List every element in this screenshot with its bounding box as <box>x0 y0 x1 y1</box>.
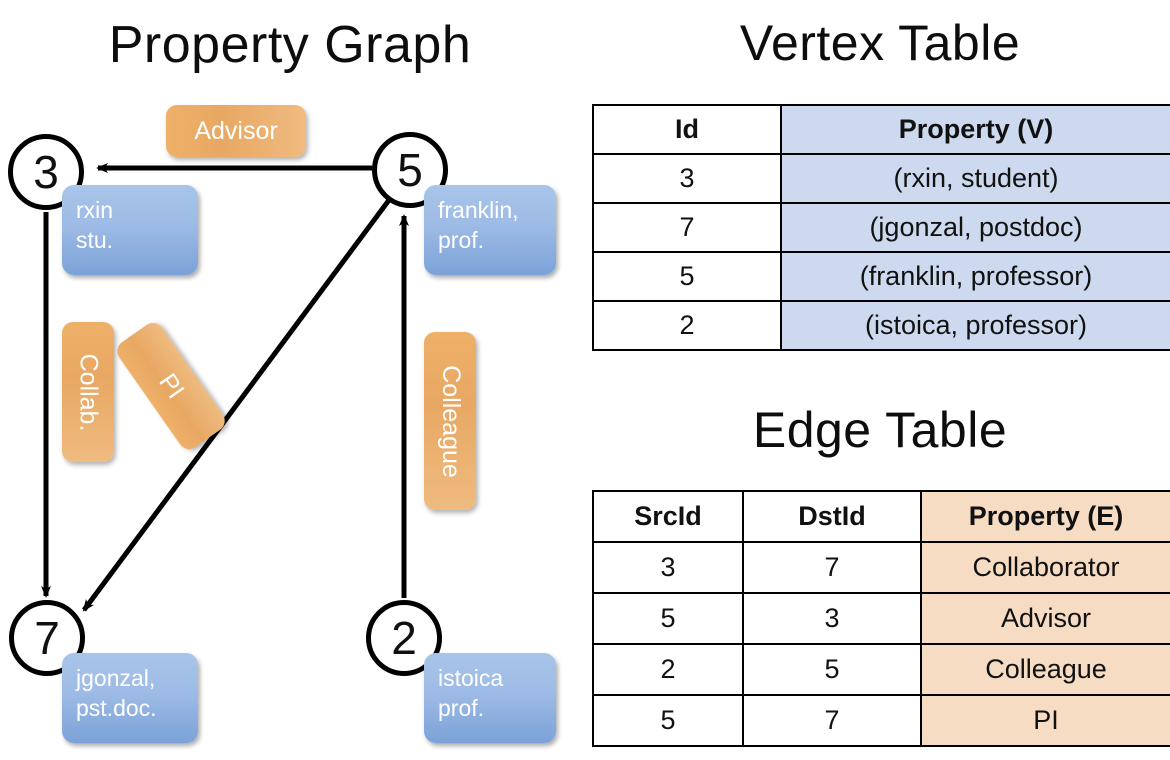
table-row[interactable]: 5 (franklin, professor) <box>592 251 1170 302</box>
cell-srcid: 2 <box>592 643 744 696</box>
column-header-dstid: DstId <box>742 490 922 543</box>
edge-label-collab: Collab. <box>62 322 114 462</box>
cell-property: Colleague <box>920 643 1170 696</box>
column-header-id: Id <box>592 104 782 155</box>
vertex-property-line2: pst.doc. <box>76 695 157 721</box>
graph-edges-layer <box>41 163 409 612</box>
cell-id: 5 <box>592 251 782 302</box>
vertex-property-line2: prof. <box>438 227 485 253</box>
cell-id: 2 <box>592 300 782 351</box>
cell-property: Collaborator <box>920 541 1170 594</box>
column-header-property-v: Property (V) <box>780 104 1170 155</box>
cell-srcid: 5 <box>592 592 744 645</box>
vertex-property-box-5: franklin, prof. <box>424 185 556 275</box>
edge-label-text: Colleague <box>436 364 465 478</box>
cell-property: (rxin, student) <box>780 153 1170 204</box>
column-header-property-e: Property (E) <box>920 490 1170 543</box>
vertex-property-box-3: rxin stu. <box>62 185 198 275</box>
table-row[interactable]: 7 (jgonzal, postdoc) <box>592 202 1170 253</box>
column-header-srcid: SrcId <box>592 490 744 543</box>
vertex-property-line2: prof. <box>438 695 485 721</box>
vertex-property-line2: stu. <box>76 227 114 253</box>
edge-label-text: Advisor <box>194 116 278 145</box>
cell-property: Advisor <box>920 592 1170 645</box>
table-row[interactable]: 2 (istoica, professor) <box>592 300 1170 351</box>
cell-srcid: 3 <box>592 541 744 594</box>
edge-table: SrcId DstId Property (E) 3 7 Collaborato… <box>592 490 1170 747</box>
cell-srcid: 5 <box>592 694 744 747</box>
cell-id: 7 <box>592 202 782 253</box>
graph-node-5[interactable]: 5 <box>372 132 448 208</box>
vertex-property-line1: franklin, <box>438 197 519 223</box>
edge-label-text: Collab. <box>74 353 103 431</box>
table-row[interactable]: 5 3 Advisor <box>592 592 1170 645</box>
cell-property: (jgonzal, postdoc) <box>780 202 1170 253</box>
table-row[interactable]: 3 (rxin, student) <box>592 153 1170 204</box>
vertex-property-line1: jgonzal, <box>76 665 156 691</box>
cell-property: (istoica, professor) <box>780 300 1170 351</box>
vertex-property-box-7: jgonzal, pst.doc. <box>62 653 198 743</box>
table-row[interactable]: 2 5 Colleague <box>592 643 1170 696</box>
table-header-row: SrcId DstId Property (E) <box>592 490 1170 543</box>
cell-dstid: 7 <box>742 541 922 594</box>
vertex-property-box-2: istoica prof. <box>424 653 556 743</box>
cell-id: 3 <box>592 153 782 204</box>
table-row[interactable]: 5 7 PI <box>592 694 1170 747</box>
cell-dstid: 5 <box>742 643 922 696</box>
vertex-table: Id Property (V) 3 (rxin, student) 7 (jgo… <box>592 104 1170 351</box>
graph-node-2[interactable]: 2 <box>366 600 442 676</box>
page-title-property-graph: Property Graph <box>108 16 472 74</box>
edge-label-text: PI <box>153 368 190 404</box>
edge-label-advisor: Advisor <box>166 105 306 157</box>
cell-property: (franklin, professor) <box>780 251 1170 302</box>
table-header-row: Id Property (V) <box>592 104 1170 155</box>
page-title-vertex-table: Vertex Table <box>739 15 1021 71</box>
table-row[interactable]: 3 7 Collaborator <box>592 541 1170 594</box>
cell-property: PI <box>920 694 1170 747</box>
page-title-edge-table: Edge Table <box>752 402 1008 458</box>
vertex-property-line1: istoica <box>438 665 504 691</box>
cell-dstid: 3 <box>742 592 922 645</box>
edge-label-colleague: Colleague <box>424 332 476 510</box>
vertex-property-line1: rxin <box>76 197 114 223</box>
edge-5-to-7 <box>81 198 392 612</box>
cell-dstid: 7 <box>742 694 922 747</box>
